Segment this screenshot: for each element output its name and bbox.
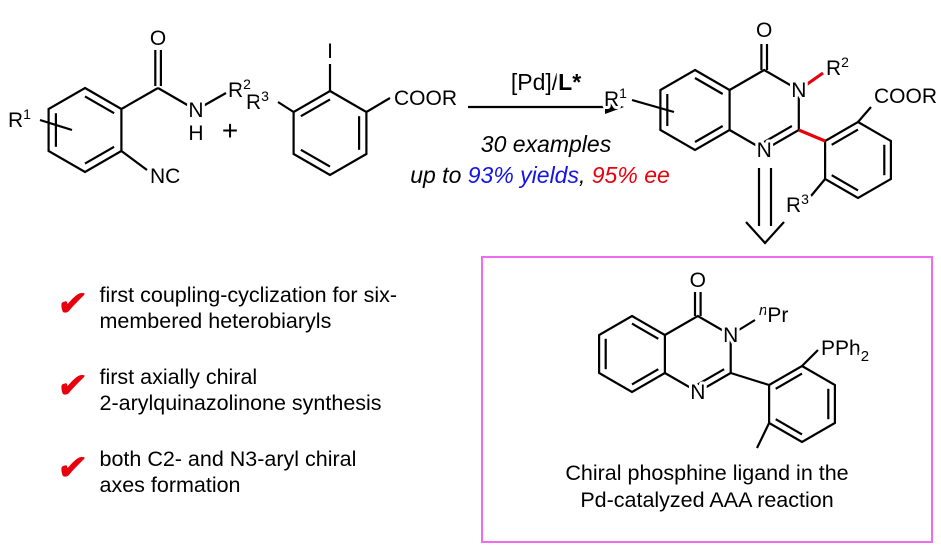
product-n1-label: N xyxy=(757,139,772,162)
catalyst-label: [Pd]/L* xyxy=(511,69,581,95)
arrow-head-icon xyxy=(605,100,624,114)
ligand-caption-line2: Pd-catalyzed AAA reaction xyxy=(580,488,834,512)
r2-label: R2 xyxy=(228,76,251,102)
ligand-structure: O N N nPr PPh2 xyxy=(598,266,872,449)
examples-label: 30 examples xyxy=(481,131,612,157)
ligand-caption: Chiral phosphine ligand in the Pd-cataly… xyxy=(483,460,931,514)
isocyanide-label: NC xyxy=(150,165,180,188)
bullet-item: ✔ first axially chiral 2-arylquinazolino… xyxy=(55,364,488,416)
iodo-label: I xyxy=(327,40,333,63)
bullet-line: axes formation xyxy=(99,473,241,497)
check-icon: ✔ xyxy=(55,285,90,323)
c2-aryl-chiral-axis-bond xyxy=(798,128,826,143)
product-o-label: O xyxy=(756,19,772,42)
check-icon: ✔ xyxy=(55,449,90,487)
double-down-arrow-icon xyxy=(745,168,785,245)
bullet-line: both C2- and N3-aryl chiral xyxy=(99,447,357,471)
reactant1-structure: R1 O N H R2 NC xyxy=(5,24,254,191)
reactant2-bonds xyxy=(277,64,391,177)
reaction-scheme-svg: R1 O N H R2 NC + I COOR R3 xyxy=(5,16,940,245)
reactant1-bonds xyxy=(39,50,227,174)
plus-sign: + xyxy=(222,115,238,146)
bullet-line: first axially chiral xyxy=(99,365,258,389)
check-icon: ✔ xyxy=(55,367,90,405)
coor-label: COOR xyxy=(394,87,457,110)
product-n3-label: N xyxy=(791,79,806,102)
ligand-bonds xyxy=(598,292,836,449)
amide-h-label: H xyxy=(188,122,203,145)
ligand-n3-label: N xyxy=(723,324,738,347)
ligand-caption-line1: Chiral phosphine ligand in the xyxy=(565,461,849,485)
amide-n-label: N xyxy=(188,99,203,122)
highlights-list: ✔ first coupling-cyclization for six- me… xyxy=(55,282,488,528)
reactant2-structure: I COOR R3 xyxy=(243,37,460,177)
bullet-line: first coupling-cyclization for six- xyxy=(99,283,398,307)
product-r1-label: R1 xyxy=(604,85,627,111)
product-coor-label: COOR xyxy=(874,85,937,108)
yields-ee-label: up to 93% yields, 95% ee xyxy=(410,162,670,188)
bullet-line: membered heterobiaryls xyxy=(99,309,332,333)
pph2-label: PPh2 xyxy=(821,337,869,365)
r3-label: R3 xyxy=(246,88,269,114)
product-r2-label: R2 xyxy=(826,54,849,80)
npr-label: nPr xyxy=(759,302,788,327)
bullet-text: first coupling-cyclization for six- memb… xyxy=(100,282,398,334)
r1-label: R1 xyxy=(8,106,31,132)
bullet-item: ✔ first coupling-cyclization for six- me… xyxy=(55,282,488,334)
ligand-o-label: O xyxy=(690,269,706,292)
n3-r2-chiral-axis-bond xyxy=(797,71,824,92)
bullet-line: 2-arylquinazolinone synthesis xyxy=(99,391,382,415)
product-bonds xyxy=(631,44,893,200)
bullet-item: ✔ both C2- and N3-aryl chiral axes forma… xyxy=(55,446,488,498)
ligand-n1-label: N xyxy=(690,381,705,404)
ligand-highlight-box: O N N nPr PPh2 Chiral phosphine ligand i… xyxy=(481,256,933,543)
bullet-text: first axially chiral 2-arylquinazolinone… xyxy=(100,364,382,416)
product-structure: O N N R1 R2 COOR R3 xyxy=(601,16,940,220)
bullet-text: both C2- and N3-aryl chiral axes formati… xyxy=(100,446,357,498)
reaction-arrow: [Pd]/L* 30 examples up to 93% yields, 95… xyxy=(407,66,673,191)
ligand-structure-svg: O N N nPr PPh2 xyxy=(598,266,872,449)
carbonyl-o-label: O xyxy=(150,27,166,50)
product-r3-label: R3 xyxy=(786,191,809,217)
